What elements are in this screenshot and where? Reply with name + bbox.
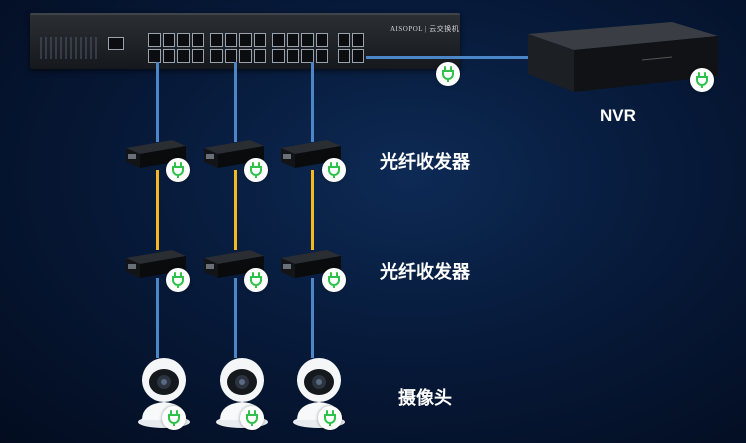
- port-group-2: [210, 33, 266, 63]
- ethernet-line-4: [156, 278, 159, 358]
- fiber-line-3: [311, 170, 314, 250]
- switch-brand: AISOPOL | 云交换机: [390, 25, 460, 33]
- network-switch: AISOPOL | 云交换机: [30, 13, 460, 69]
- nvr-device: [522, 20, 720, 94]
- power-plug-icon: [322, 158, 346, 182]
- power-plug-icon: [162, 406, 186, 430]
- fiber-transceiver: [277, 136, 343, 170]
- fiber-transceiver: [277, 246, 343, 280]
- status-leds: [40, 37, 100, 59]
- power-plug-icon: [436, 62, 460, 86]
- nvr-label: NVR: [600, 106, 636, 125]
- power-plug-icon: [244, 158, 268, 182]
- transceiver-label-top: 光纤收发器: [380, 152, 470, 173]
- power-plug-icon: [318, 406, 342, 430]
- power-plug-icon: [322, 268, 346, 292]
- power-plug-icon: [244, 268, 268, 292]
- transceiver-label-bottom: 光纤收发器: [380, 262, 470, 283]
- power-plug-icon: [166, 158, 190, 182]
- fiber-line-1: [156, 170, 159, 250]
- ethernet-line-5: [234, 278, 237, 358]
- console-port: [108, 37, 124, 50]
- power-plug-icon: [240, 406, 264, 430]
- ethernet-line-3: [311, 62, 314, 142]
- fiber-transceiver: [200, 136, 266, 170]
- power-plug-icon: [166, 268, 190, 292]
- fiber-transceiver: [122, 246, 188, 280]
- ethernet-line-6: [311, 278, 314, 358]
- ethernet-line-2: [234, 62, 237, 142]
- switch-nvr-link: [366, 56, 528, 59]
- fiber-line-2: [234, 170, 237, 250]
- power-plug-icon: [690, 68, 714, 92]
- port-group-1: [148, 33, 204, 63]
- port-group-uplink: [338, 33, 364, 63]
- fiber-transceiver: [122, 136, 188, 170]
- fiber-transceiver: [200, 246, 266, 280]
- port-group-3: [272, 33, 328, 63]
- ethernet-line-1: [156, 62, 159, 142]
- camera-label: 摄像头: [398, 388, 452, 409]
